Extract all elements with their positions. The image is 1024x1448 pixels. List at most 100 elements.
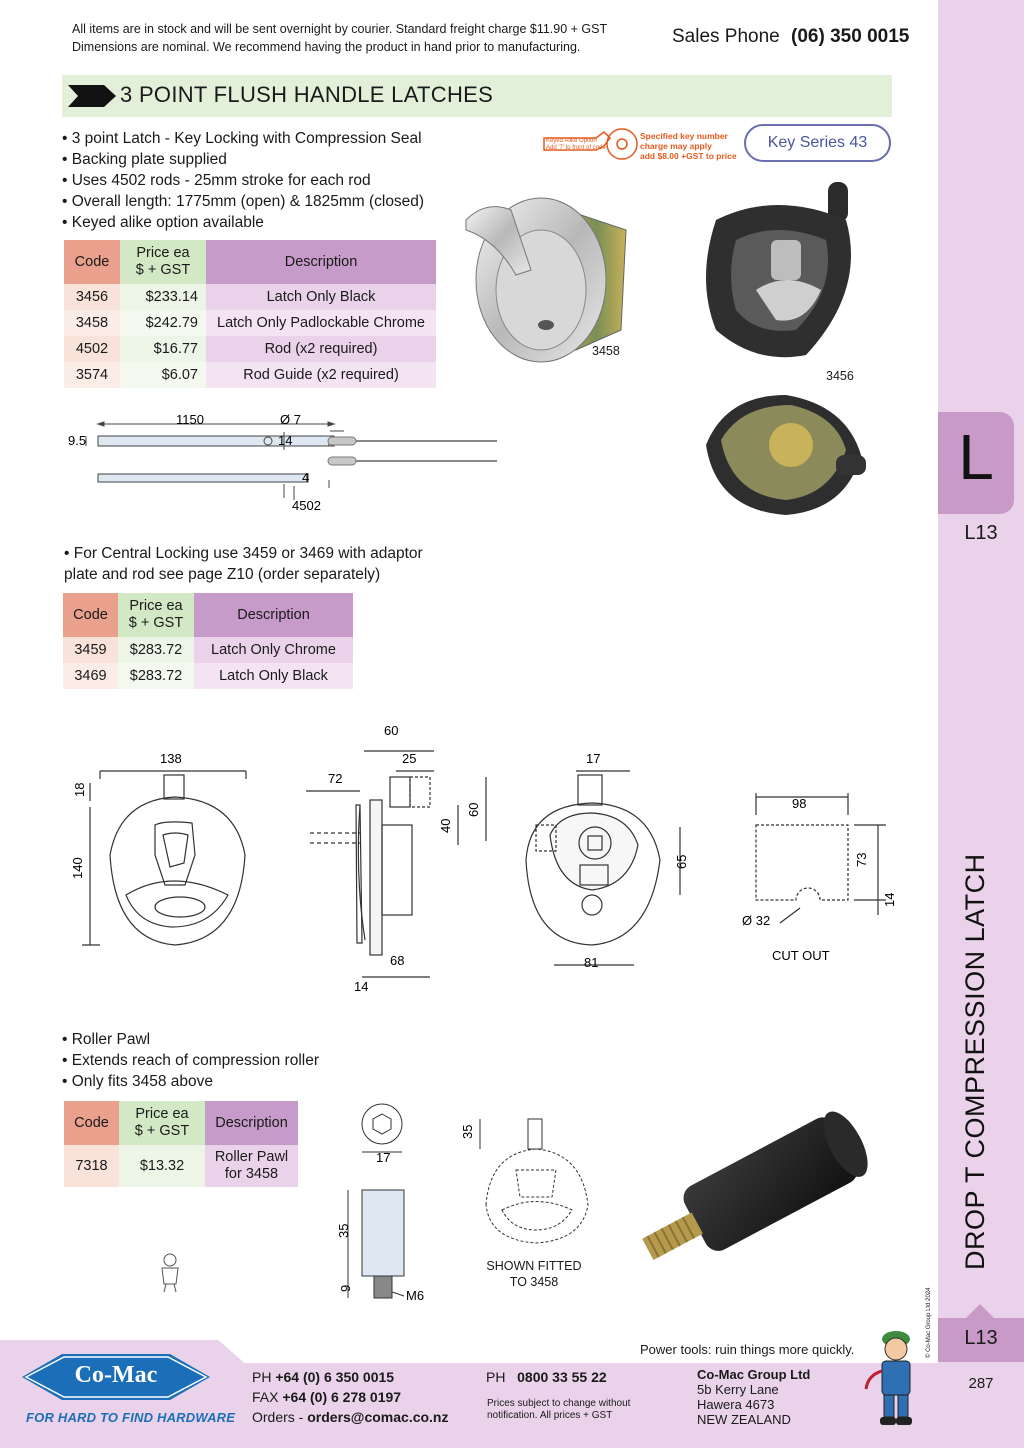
- roller-pawl-photo: [642, 1111, 868, 1260]
- dim-label: 9: [338, 1285, 353, 1292]
- cell-price: $13.32: [119, 1145, 205, 1187]
- cell-price: $283.72: [118, 663, 194, 689]
- desc-line: Roller Pawl: [214, 1149, 289, 1165]
- up-arrow-icon: [966, 1304, 994, 1318]
- table-row[interactable]: 7318 $13.32 Roller Pawl for 3458: [64, 1145, 298, 1187]
- mascot-sketch-icon: [161, 1253, 179, 1293]
- feature-list: 3 point Latch - Key Locking with Compres…: [62, 128, 424, 233]
- central-locking-note: • For Central Locking use 3459 or 3469 w…: [64, 543, 423, 585]
- label: FAX: [252, 1389, 279, 1405]
- disclaimer: Prices subject to change without notific…: [487, 1398, 630, 1422]
- section-bar: [62, 75, 892, 117]
- notice-line: Dimensions are nominal. We recommend hav…: [72, 40, 581, 54]
- dim-label: 17: [376, 1150, 390, 1165]
- address-block: Co-Mac Group Ltd 5b Kerry Lane Hawera 46…: [697, 1367, 810, 1427]
- cell-code: 3458: [64, 310, 120, 336]
- contact-fax: FAX +64 (0) 6 278 0197: [252, 1387, 449, 1407]
- note-line: charge may apply: [640, 141, 712, 151]
- column-header-description: Description: [206, 240, 436, 284]
- technical-drawing: 138 140 18 72 60 25 40 60 68 14 17 65 81…: [70, 723, 897, 994]
- dim-label: 65: [674, 855, 689, 869]
- table-row[interactable]: 3459 $283.72 Latch Only Chrome: [63, 637, 353, 663]
- slogan: Power tools: ruin things more quickly.: [640, 1342, 855, 1357]
- cell-description: Latch Only Chrome: [194, 637, 353, 663]
- orders-email[interactable]: orders@comac.co.nz: [307, 1409, 449, 1425]
- header-line: $ + GST: [135, 262, 191, 278]
- phone-number[interactable]: +64 (0) 6 350 0015: [275, 1369, 395, 1385]
- dim-label: 60: [466, 803, 481, 817]
- note-line: Add '7' to front of code: [546, 145, 606, 151]
- dim-label: 68: [390, 953, 404, 968]
- key-series-badge[interactable]: Key Series 43: [744, 124, 891, 162]
- dim-label: 18: [72, 783, 87, 797]
- label: Orders -: [252, 1409, 304, 1425]
- header-line: Price ea: [135, 1106, 189, 1122]
- contact-block: PH +64 (0) 6 350 0015 FAX +64 (0) 6 278 …: [252, 1367, 449, 1427]
- table-row[interactable]: 3458 $242.79 Latch Only Padlockable Chro…: [64, 310, 436, 336]
- list-item: Uses 4502 rods - 25mm stroke for each ro…: [62, 170, 424, 191]
- column-header-price: Price ea $ + GST: [118, 593, 194, 637]
- table-row[interactable]: 3469 $283.72 Latch Only Black: [63, 663, 353, 689]
- section-code: L13: [964, 522, 998, 544]
- table-row[interactable]: 4502 $16.77 Rod (x2 required): [64, 336, 436, 362]
- cell-description: Rod (x2 required): [206, 336, 436, 362]
- section-letter: L: [958, 421, 994, 493]
- dim-label: 35: [460, 1125, 475, 1139]
- stock-notice: All items are in stock and will be sent …: [72, 20, 607, 56]
- table-row[interactable]: 3574 $6.07 Rod Guide (x2 required): [64, 362, 436, 388]
- caption-line: SHOWN FITTED: [486, 1259, 582, 1273]
- category-title: DROP T COMPRESSION LATCH: [960, 853, 990, 1270]
- notice-line: All items are in stock and will be sent …: [72, 22, 608, 36]
- dim-label: 4502: [292, 498, 321, 513]
- note-line: Keyed Alike Option: [546, 138, 597, 144]
- price-table: Code Price ea $ + GST Description 3459 $…: [63, 593, 353, 689]
- key-icon: [543, 128, 638, 160]
- section-tab[interactable]: [938, 412, 1014, 514]
- table-row[interactable]: 3456 $233.14 Latch Only Black: [64, 284, 436, 310]
- header-line: $ + GST: [128, 615, 184, 631]
- cell-price: $6.07: [120, 362, 206, 388]
- side-band: [938, 0, 1024, 1448]
- dim-label: M6: [406, 1288, 424, 1303]
- dim-label: 25: [402, 751, 416, 766]
- sales-phone-number[interactable]: (06) 350 0015: [791, 26, 910, 47]
- caption-line: TO 3458: [509, 1275, 559, 1289]
- page-number: 287: [968, 1375, 994, 1392]
- header-line: Price ea: [129, 598, 183, 614]
- header-line: Price ea: [136, 245, 190, 261]
- arrow-right-icon: [68, 85, 116, 107]
- photo-label: 3458: [592, 344, 620, 358]
- dim-label: 14: [278, 433, 292, 448]
- desc-line: for 3458: [224, 1166, 279, 1182]
- contact-phone: PH +64 (0) 6 350 0015: [252, 1367, 449, 1387]
- dim-label: Ø 7: [280, 412, 301, 427]
- dim-label: 9.5: [68, 433, 86, 448]
- contact-orders: Orders - orders@comac.co.nz: [252, 1407, 449, 1427]
- dim-label: 1150: [176, 412, 204, 427]
- cell-price: $242.79: [120, 310, 206, 336]
- sales-phone: Sales Phone (06) 350 0015: [672, 26, 909, 48]
- cut-out-label: CUT OUT: [772, 948, 830, 963]
- column-header-price: Price ea $ + GST: [119, 1101, 205, 1145]
- dim-label: 98: [792, 796, 806, 811]
- dim-label: 14: [354, 979, 368, 994]
- cell-price: $233.14: [120, 284, 206, 310]
- freephone-number[interactable]: 0800 33 55 22: [517, 1369, 607, 1385]
- cell-description: Latch Only Black: [206, 284, 436, 310]
- dim-label: 35: [336, 1224, 351, 1238]
- cell-code: 3459: [63, 637, 118, 663]
- column-header-code: Code: [64, 240, 120, 284]
- column-header-code: Code: [64, 1101, 119, 1145]
- list-item: Keyed alike option available: [62, 212, 424, 233]
- cell-code: 3456: [64, 284, 120, 310]
- dim-label: 72: [328, 771, 342, 786]
- comac-logo[interactable]: [22, 1344, 210, 1408]
- key-number-note: Specified key number charge may apply ad…: [640, 131, 737, 161]
- dim-label: 14: [882, 893, 897, 907]
- address-line: Hawera 4673: [697, 1397, 775, 1412]
- sales-phone-label: Sales Phone: [672, 26, 780, 47]
- company-name: Co-Mac Group Ltd: [697, 1367, 811, 1382]
- dim-label: 17: [586, 751, 600, 766]
- list-item: 3 point Latch - Key Locking with Compres…: [62, 128, 424, 149]
- dim-label: 81: [584, 955, 598, 970]
